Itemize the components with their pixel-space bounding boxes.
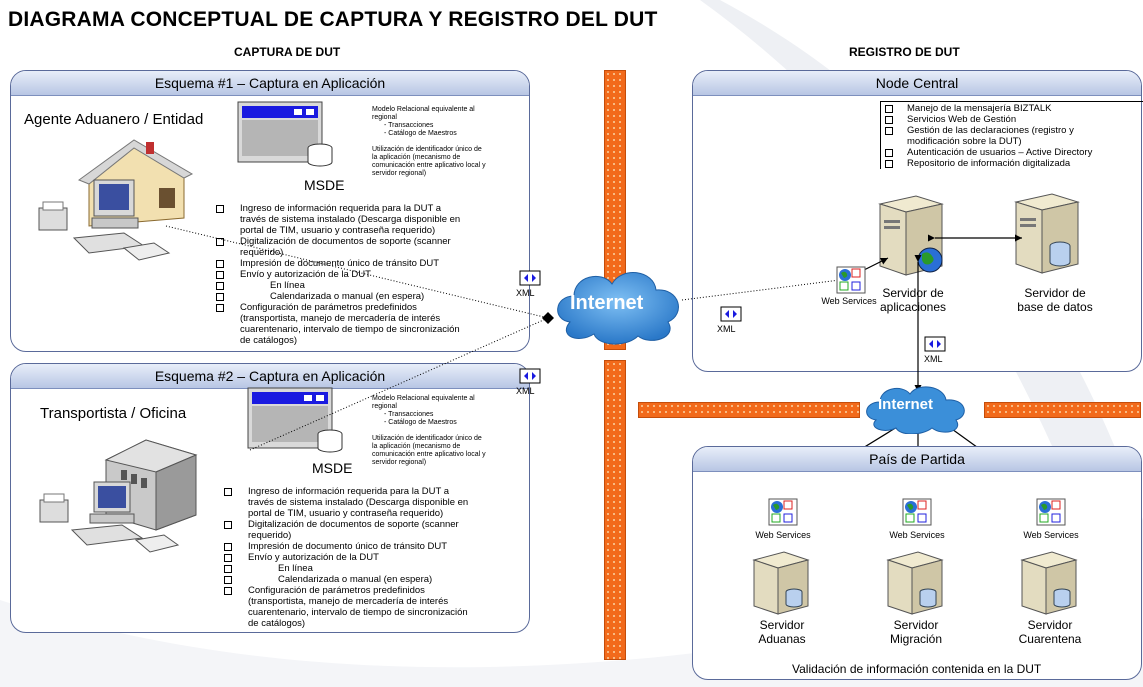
node-central-list: Manejo de la mensajería BIZTALK Servicio… [880, 101, 1143, 169]
schema2-notes: Modelo Relacional equivalente al regiona… [372, 395, 486, 466]
list-item: Impresión de documento único de tránsito… [214, 258, 514, 269]
list-item: Configuración de parámetros predefinidos [214, 302, 514, 313]
node-central-title: Node Central [693, 71, 1141, 96]
firewall-horizontal-left [638, 402, 860, 418]
list-item: Impresión de documento único de tránsito… [222, 541, 522, 552]
list-item: Digitalización de documentos de soporte … [222, 519, 522, 530]
schema1-notes: Modelo Relacional equivalente al regiona… [372, 106, 486, 177]
list-item: Ingreso de información requerida para la… [222, 486, 522, 497]
schema2-list: Ingreso de información requerida para la… [222, 486, 522, 629]
internet-main-label: Internet [570, 292, 644, 314]
xml-label: XML [717, 324, 736, 334]
list-item: través de sistema instalado (Descarga di… [248, 497, 469, 508]
list-item: cuarentenario, intervalo de tiempo de si… [240, 324, 460, 335]
list-item: (transportista, manejo de mercadería de … [240, 313, 441, 324]
web-services-icon [1036, 498, 1066, 526]
app-server-icon [878, 195, 944, 276]
list-item: Digitalización de documentos de soporte … [214, 236, 514, 247]
list-item: través de sistema instalado (Descarga di… [240, 214, 461, 225]
db-server-icon [1014, 193, 1080, 274]
xml-icon [519, 270, 541, 286]
list-item: Calendarizada o manual (en espera) [222, 574, 522, 585]
pais-title: País de Partida [693, 447, 1141, 472]
xml-icon [519, 368, 541, 384]
server-migracion-icon [886, 551, 944, 615]
xml-icon [720, 306, 742, 322]
list-item: cuarentenario, intervalo de tiempo de si… [248, 607, 468, 618]
pais-footer: Validación de información contenida en l… [792, 662, 1042, 676]
list-item: Envío y autorización de la DUT [222, 552, 522, 563]
schema1-actor: Agente Aduanero / Entidad [24, 111, 204, 128]
list-item: Servicios Web de Gestión [881, 114, 1143, 125]
firewall-horizontal-right [984, 402, 1141, 418]
list-item: En línea [214, 280, 514, 291]
app-window-icon [237, 101, 333, 167]
list-item: Gestión de las declaraciones (registro y [881, 125, 1143, 136]
schema1-msde-label: MSDE [304, 177, 345, 193]
internet-cloud-right-icon [866, 386, 965, 434]
list-item: Calendarizada o manual (en espera) [214, 291, 514, 302]
web-services-icon [836, 266, 866, 294]
xml-label: XML [516, 386, 535, 396]
list-item: de catálogos) [248, 618, 306, 629]
web-services-label: Web Services [755, 530, 811, 540]
server-aduanas-icon [752, 551, 810, 615]
schema2-actor: Transportista / Oficina [40, 405, 187, 422]
web-services-icon [768, 498, 798, 526]
page-title: DIAGRAMA CONCEPTUAL DE CAPTURA Y REGISTR… [8, 8, 658, 31]
list-item: portal de TIM, usuario y contraseña requ… [248, 508, 444, 519]
list-item: requerido) [240, 247, 284, 258]
web-services-label: Web Services [821, 296, 877, 306]
web-services-label: Web Services [889, 530, 945, 540]
list-item: En línea [222, 563, 522, 574]
server-cuarentena-icon [1020, 551, 1078, 615]
schema2-msde-label: MSDE [312, 460, 353, 476]
xml-label: XML [924, 354, 943, 364]
xml-label: XML [516, 288, 535, 298]
list-item: Envío y autorización de la DUT [214, 269, 514, 280]
captura-header: CAPTURA DE DUT [234, 45, 341, 59]
list-item: requerido) [248, 530, 292, 541]
list-item: de catálogos) [240, 335, 298, 346]
web-services-icon [902, 498, 932, 526]
house-computer-icon [38, 139, 194, 261]
web-services-label: Web Services [1023, 530, 1079, 540]
internet-cloud-main-icon [557, 272, 679, 345]
list-item: Manejo de la mensajería BIZTALK [881, 103, 1143, 114]
schema1-list: Ingreso de información requerida para la… [214, 203, 514, 346]
list-item: Configuración de parámetros predefinidos [222, 585, 522, 596]
internet-right-label: Internet [878, 396, 934, 413]
schema1-title: Esquema #1 – Captura en Aplicación [11, 71, 529, 96]
list-item: portal de TIM, usuario y contraseña requ… [240, 225, 436, 236]
app-window-icon [247, 387, 343, 453]
office-computer-icon [39, 439, 198, 553]
xml-icon [924, 336, 946, 352]
list-item: modificación sobre la DUT) [907, 136, 1022, 147]
list-item: Repositorio de información digitalizada [881, 158, 1143, 169]
registro-header: REGISTRO DE DUT [849, 45, 960, 59]
list-item: Ingreso de información requerida para la… [214, 203, 514, 214]
firewall-bottom [604, 360, 626, 660]
list-item: Autenticación de usuarios – Active Direc… [881, 147, 1143, 158]
list-item: (transportista, manejo de mercadería de … [248, 596, 449, 607]
